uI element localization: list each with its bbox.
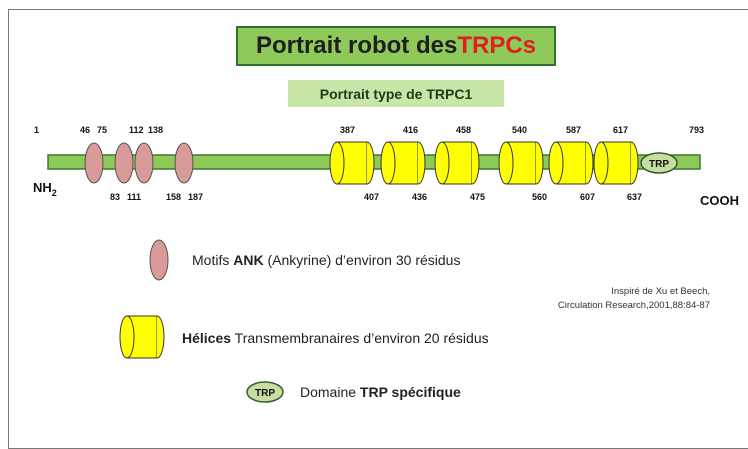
helix-label-bottom: 407 [364,192,379,202]
ank-motif [174,142,194,184]
ank-label-bottom: 83 [110,192,120,202]
trp-domain [640,152,678,174]
helix-label-top: 458 [456,125,471,135]
legend-trp-icon [246,381,284,403]
source-credit: Inspiré de Xu et Beech, Circulation Rese… [557,286,710,311]
ank-label-bottom: 158 [166,192,181,202]
helix [329,141,375,185]
legend-helix-icon [119,315,165,359]
n-terminus-label: NH2 [33,180,57,198]
residue-start-label: 1 [34,125,39,135]
helix-label-bottom: 637 [627,192,642,202]
helix [548,141,594,185]
slide-subtitle: Portrait type de TRPC1 [288,80,504,107]
legend-trp-icon-label: TRP [255,388,275,399]
trp-domain-label: TRP [649,159,669,170]
helix [380,141,426,185]
helix-label-bottom: 560 [532,192,547,202]
helix-label-top: 617 [613,125,628,135]
helix-label-top: 587 [566,125,581,135]
ank-label-top: 46 [80,125,90,135]
legend-ank-text: Motifs ANK (Ankyrine) d’environ 30 résid… [192,252,461,268]
protein-diagram: TRP 1 793 46 75 112 138 83 111 158 187 3… [33,125,739,403]
title-highlight: TRPCs [457,32,537,59]
helix-label-bottom: 607 [580,192,595,202]
ank-motifs [84,142,194,184]
transmembrane-helices [329,141,639,185]
helix-label-top: 387 [340,125,355,135]
legend-trp-text: Domaine TRP spécifique [300,384,461,400]
residue-end-label: 793 [689,125,704,135]
ank-label-bottom: 187 [188,192,203,202]
helix [593,141,639,185]
helix-label-bottom: 436 [412,192,427,202]
slide-title: Portrait robot des TRPCs [236,26,556,66]
helix [498,141,544,185]
helix-label-bottom: 475 [470,192,485,202]
title-prefix: Portrait robot des [255,32,458,59]
helix [434,141,480,185]
legend-helix-text: Hélices Transmembranaires d’environ 20 r… [182,330,489,346]
ank-motif [84,142,104,184]
ank-label-top: 112 [129,125,144,135]
ank-motif [114,142,134,184]
ank-label-bottom: 111 [127,192,141,202]
legend-ank-icon [149,239,169,281]
ank-motif [134,142,154,184]
helix-label-top: 540 [512,125,527,135]
helix-label-top: 416 [403,125,418,135]
ank-label-top: 75 [97,125,107,135]
ank-label-top: 138 [148,125,163,135]
c-terminus-label: COOH [700,193,739,208]
